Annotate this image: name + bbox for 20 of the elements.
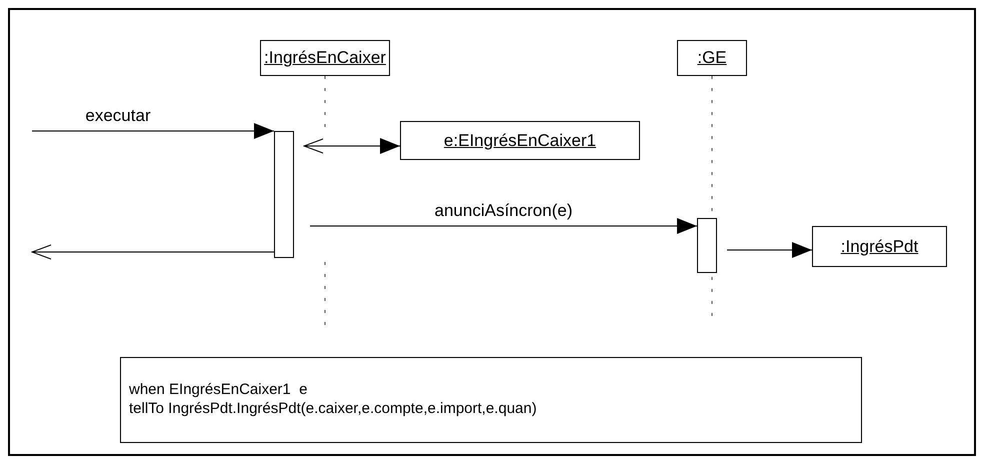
message-arrow [32,244,274,260]
message-arrow [310,218,698,234]
object-box [677,40,747,76]
object-box [260,40,390,76]
message-label: executar [85,107,151,124]
object-name: e:EIngrésEnCaixer1 [444,130,596,152]
note-text: when EIngrésEnCaixer1 e [129,381,308,400]
object-name: :IngrésEnCaixer [264,47,386,69]
object-box [812,226,947,267]
object-name: :GE [697,47,727,69]
message-label: anunciAsíncron(e) [434,202,572,219]
activation-bar [274,131,294,258]
message-arrow [726,242,812,258]
message-arrow [32,123,274,139]
note-text: tellTo IngrésPdt.IngrésPdt(e.caixer,e.compte,e.import,e.quan) [129,400,537,419]
message-arrow [304,138,400,154]
object-box [400,121,640,160]
note-box [120,357,862,443]
object-name: :IngrésPdt [840,236,918,258]
activation-bar [697,218,717,273]
